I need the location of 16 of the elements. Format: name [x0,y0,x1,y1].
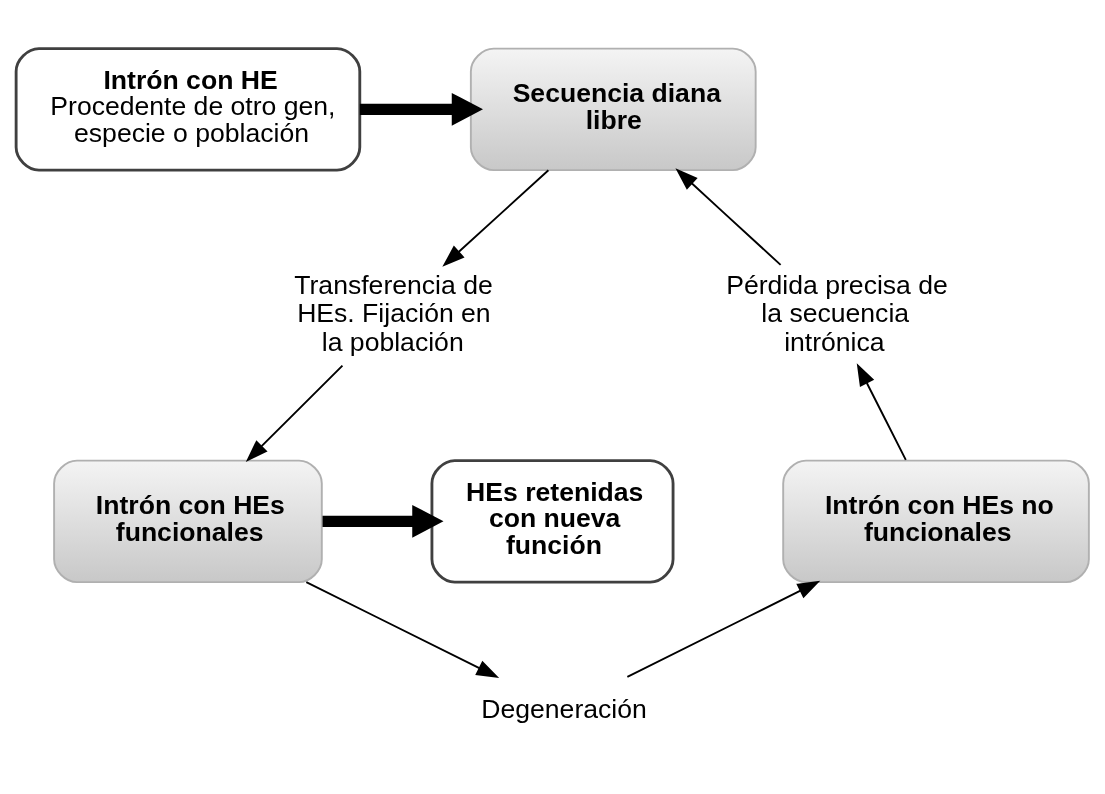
node-text: Transferencia de HEs. Fijación en la población [294,269,493,357]
arrow [359,92,483,126]
node-box: Intrón con HEs no funcionales [782,459,1090,584]
arrow [675,168,782,266]
arrow [856,363,907,461]
arrow [626,580,821,678]
arrow [245,364,344,462]
node-box: HEs retenidas con nueva función [430,459,675,584]
arrow [322,504,444,538]
arrow [442,169,550,267]
node-text: Pérdida precisa de la secuencia intrónica [726,269,948,357]
arrow [305,581,500,679]
node-box: Intrón con HEs funcionales [53,459,323,584]
node-box: Secuencia diana libre [469,47,757,172]
node-box: Intrón con HE Procedente de otro gen, especie o población [14,47,362,172]
node-text: Degeneración [481,694,647,725]
